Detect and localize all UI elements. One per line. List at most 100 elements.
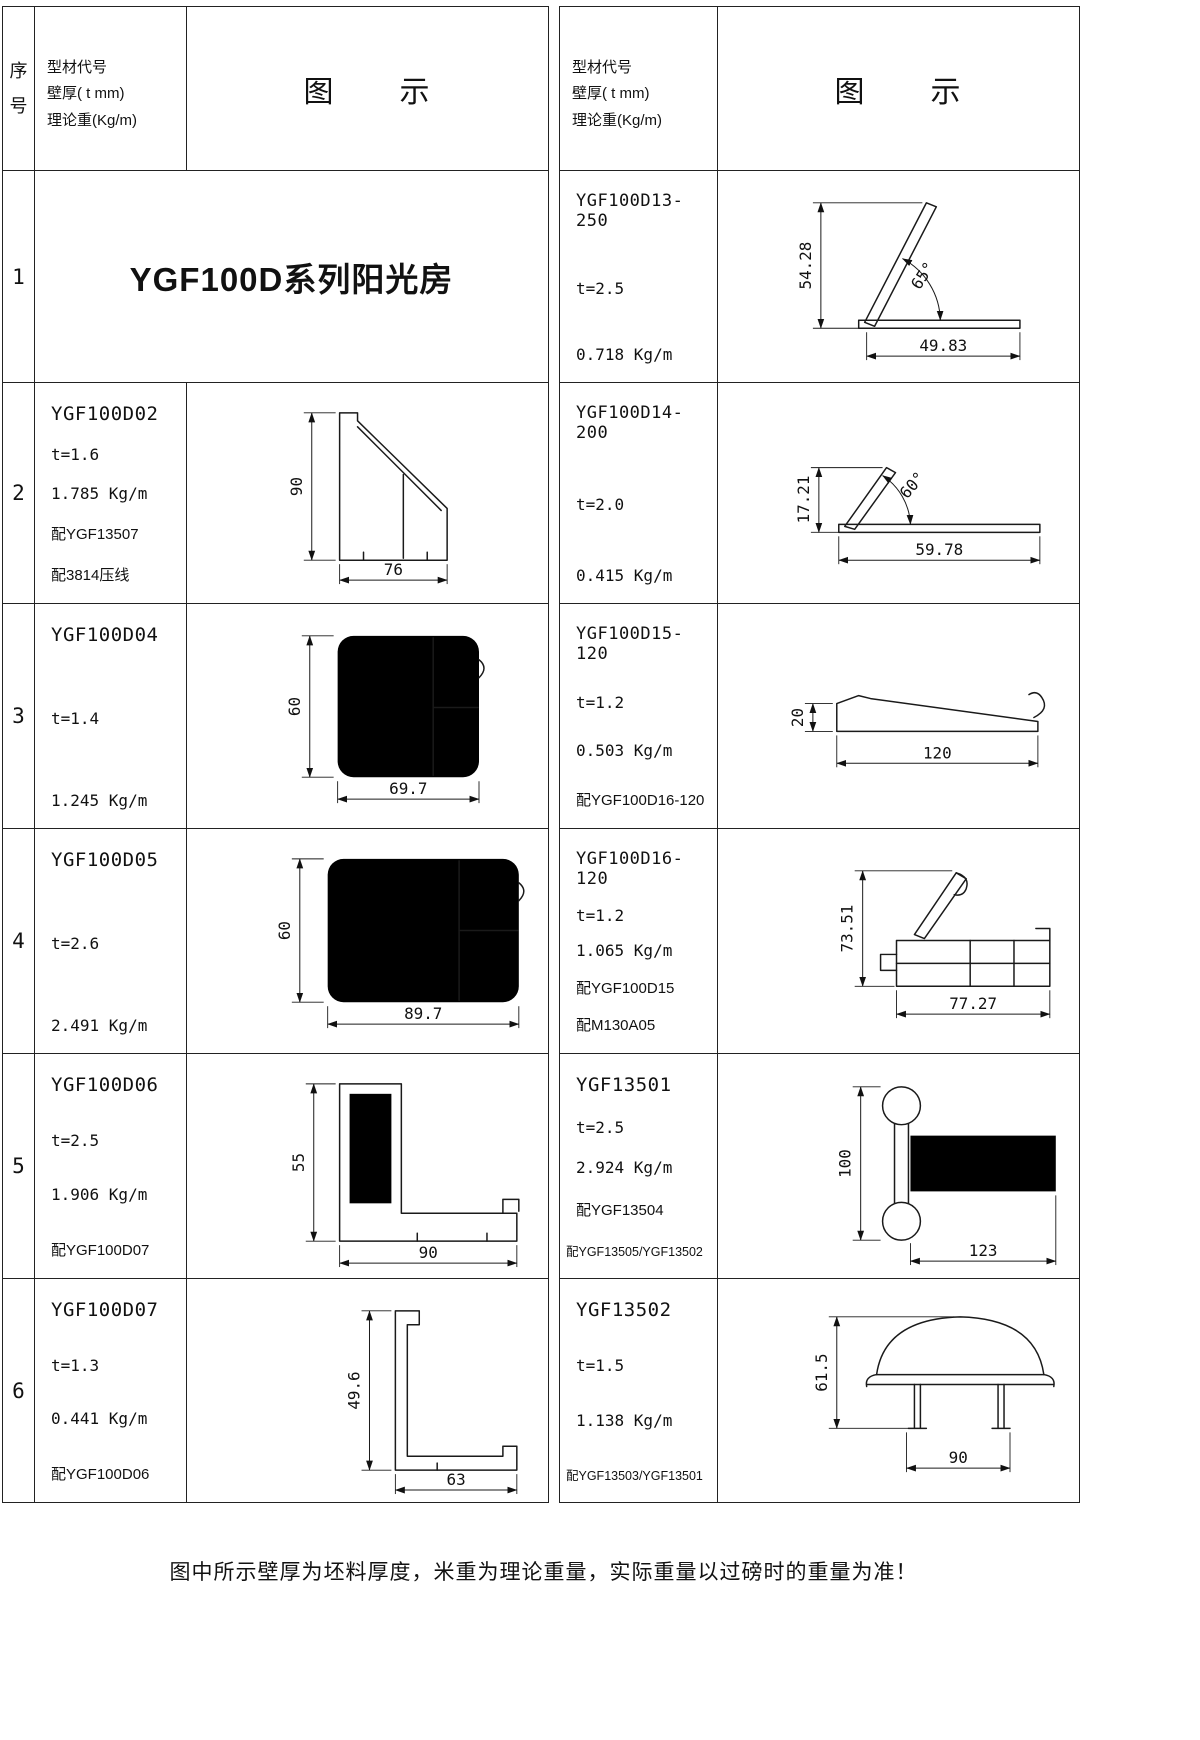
match-note: 配YGF100D06 (51, 1465, 150, 1483)
profile-code: YGF100D15-120 (576, 624, 684, 664)
row-index: 3 (3, 604, 35, 829)
dim-width-label: 89.7 (404, 1004, 442, 1023)
header-diagram: 图 示 (718, 7, 1080, 171)
spec-header-line1: 型材代号 (47, 59, 108, 76)
diagram-cell: 55 90 (187, 1054, 549, 1279)
width-dimension: 90 (339, 1243, 518, 1268)
row-index: 2 (3, 383, 35, 604)
width-dimension: 59.78 (838, 536, 1041, 565)
height-dimension: 60 (285, 635, 334, 778)
right-table: 型材代号 壁厚( t mm) 理论重(Kg/m) 图 示 YGF100D13-2… (559, 6, 1080, 1503)
unit-weight: 2.924 Kg/m (576, 1158, 673, 1177)
spec-cell: YGF100D04 t=1.4 1.245 Kg/m (35, 604, 187, 829)
unit-weight: 1.245 Kg/m (51, 791, 148, 810)
profile-code: YGF100D16-120 (576, 849, 684, 889)
diagram-cell: 100 123 (718, 1054, 1080, 1279)
profile-catalog-page: 序号 型材代号 壁厚( t mm) 理论重(Kg/m) 图 示 1 YGF100… (2, 6, 1080, 1503)
unit-weight: 1.065 Kg/m (576, 941, 673, 960)
wall-thickness: t=2.0 (576, 495, 625, 514)
spec-header-line2: 壁厚( t mm) (47, 85, 125, 103)
profile-code: YGF100D04 (51, 624, 159, 646)
spec-cell: YGF100D07 t=1.3 0.441 Kg/m 配YGF100D06 (35, 1279, 187, 1503)
wall-thickness: t=2.5 (576, 1117, 625, 1137)
diagram-header-label: 图 示 (303, 75, 432, 109)
spec-header-line3: 理论重(Kg/m) (47, 111, 138, 129)
row-index: 4 (3, 829, 35, 1054)
dim-height-label: 90 (287, 477, 306, 496)
row-index: 5 (3, 1054, 35, 1279)
match-note: 配YGF13504 (576, 1201, 664, 1219)
dim-height-label: 61.5 (812, 1353, 831, 1391)
width-dimension: 90 (905, 1432, 1011, 1473)
angle-label: 60° (896, 468, 929, 502)
unit-weight: 0.415 Kg/m (576, 566, 673, 585)
diagram-cell: 65° 54.28 49.83 (718, 171, 1080, 383)
profile-code: YGF100D06 (51, 1074, 159, 1096)
match-note: 配YGF100D07 (51, 1242, 150, 1259)
match-note: 配YGF13503/YGF13501 (566, 1468, 703, 1483)
diagram-header-label: 图 示 (834, 75, 963, 109)
index-header-label: 序号 (9, 61, 28, 116)
height-dimension: 90 (287, 412, 336, 561)
wall-thickness: t=1.5 (576, 1356, 625, 1376)
height-dimension: 20 (788, 703, 833, 732)
width-dimension: 123 (909, 1195, 1057, 1266)
spec-cell: YGF100D13-250 t=2.5 0.718 Kg/m (560, 171, 718, 383)
diagram-cell: 49.6 63 (187, 1279, 549, 1503)
left-table: 序号 型材代号 壁厚( t mm) 理论重(Kg/m) 图 示 1 YGF100… (2, 6, 549, 1503)
diagram-ygf100d06: 55 90 (289, 1083, 520, 1268)
profile-shape (857, 202, 1021, 330)
spec-cell: YGF100D16-120 t=1.2 1.065 Kg/m 配YGF100D1… (560, 829, 718, 1054)
header-spec: 型材代号 壁厚( t mm) 理论重(Kg/m) (560, 7, 718, 171)
dim-height-label: 20 (788, 708, 807, 727)
wall-thickness: t=2.5 (51, 1131, 100, 1150)
profile-shape (879, 872, 1051, 988)
spec-cell: YGF13501 t=2.5 2.924 Kg/m 配YGF13504 配YGF… (560, 1054, 718, 1279)
unit-weight: 0.503 Kg/m (576, 741, 673, 760)
spec-header-line1: 型材代号 (572, 59, 633, 76)
diagram-ygf100d13-250: 65° 54.28 49.83 (796, 202, 1021, 361)
profile-code: YGF13501 (576, 1074, 672, 1096)
width-dimension: 69.7 (337, 779, 480, 804)
width-dimension: 76 (339, 560, 448, 585)
dim-height-label: 17.21 (794, 476, 813, 524)
header-diagram: 图 示 (187, 7, 549, 171)
profile-shape (338, 412, 448, 561)
profile-shape (337, 635, 485, 778)
diagram-ygf100d07: 49.6 63 (345, 1310, 518, 1495)
diagram-cell: 73.51 77.27 (718, 829, 1080, 1054)
spec-cell: YGF100D05 t=2.6 2.491 Kg/m (35, 829, 187, 1054)
diagram-ygf13502: 61.5 90 (812, 1316, 1055, 1473)
profile-shape (338, 1083, 520, 1242)
match-note: 配3814压线 (51, 567, 130, 584)
diagram-cell: 60 69.7 (187, 604, 549, 829)
dim-height-label: 60 (285, 697, 304, 716)
diagram-ygf100d02: 90 76 (287, 412, 448, 585)
height-dimension: 73.51 (838, 870, 953, 987)
angle-label: 65° (907, 258, 939, 292)
wall-thickness: t=1.6 (51, 445, 100, 464)
diagram-cell: 60 89.7 (187, 829, 549, 1054)
height-dimension: 17.21 (794, 467, 883, 533)
height-dimension: 100 (836, 1086, 881, 1241)
unit-weight: 1.138 Kg/m (576, 1410, 673, 1430)
profile-code: YGF13502 (576, 1299, 672, 1321)
profile-code: YGF100D07 (51, 1299, 159, 1321)
profile-code: YGF100D02 (51, 403, 159, 425)
angle-dimension: 65° (902, 258, 944, 321)
wall-thickness: t=1.4 (51, 709, 100, 728)
match-note: 配YGF100D15 (576, 979, 675, 997)
diagram-ygf100d14-200: 60° 17.21 59.78 (794, 466, 1041, 565)
dim-width-label: 123 (969, 1241, 998, 1260)
profile-shape (881, 1086, 1056, 1241)
match-note: 配YGF13505/YGF13502 (566, 1245, 703, 1259)
spec-header-line3: 理论重(Kg/m) (572, 111, 663, 129)
dim-width-label: 90 (949, 1448, 968, 1467)
dim-width-label: 120 (923, 743, 952, 762)
profile-shape (327, 858, 525, 1003)
row-index: 6 (3, 1279, 35, 1503)
height-dimension: 54.28 (796, 202, 923, 329)
profile-code: YGF100D05 (51, 849, 159, 871)
height-dimension: 60 (275, 858, 324, 1003)
dim-width-label: 69.7 (389, 779, 427, 798)
